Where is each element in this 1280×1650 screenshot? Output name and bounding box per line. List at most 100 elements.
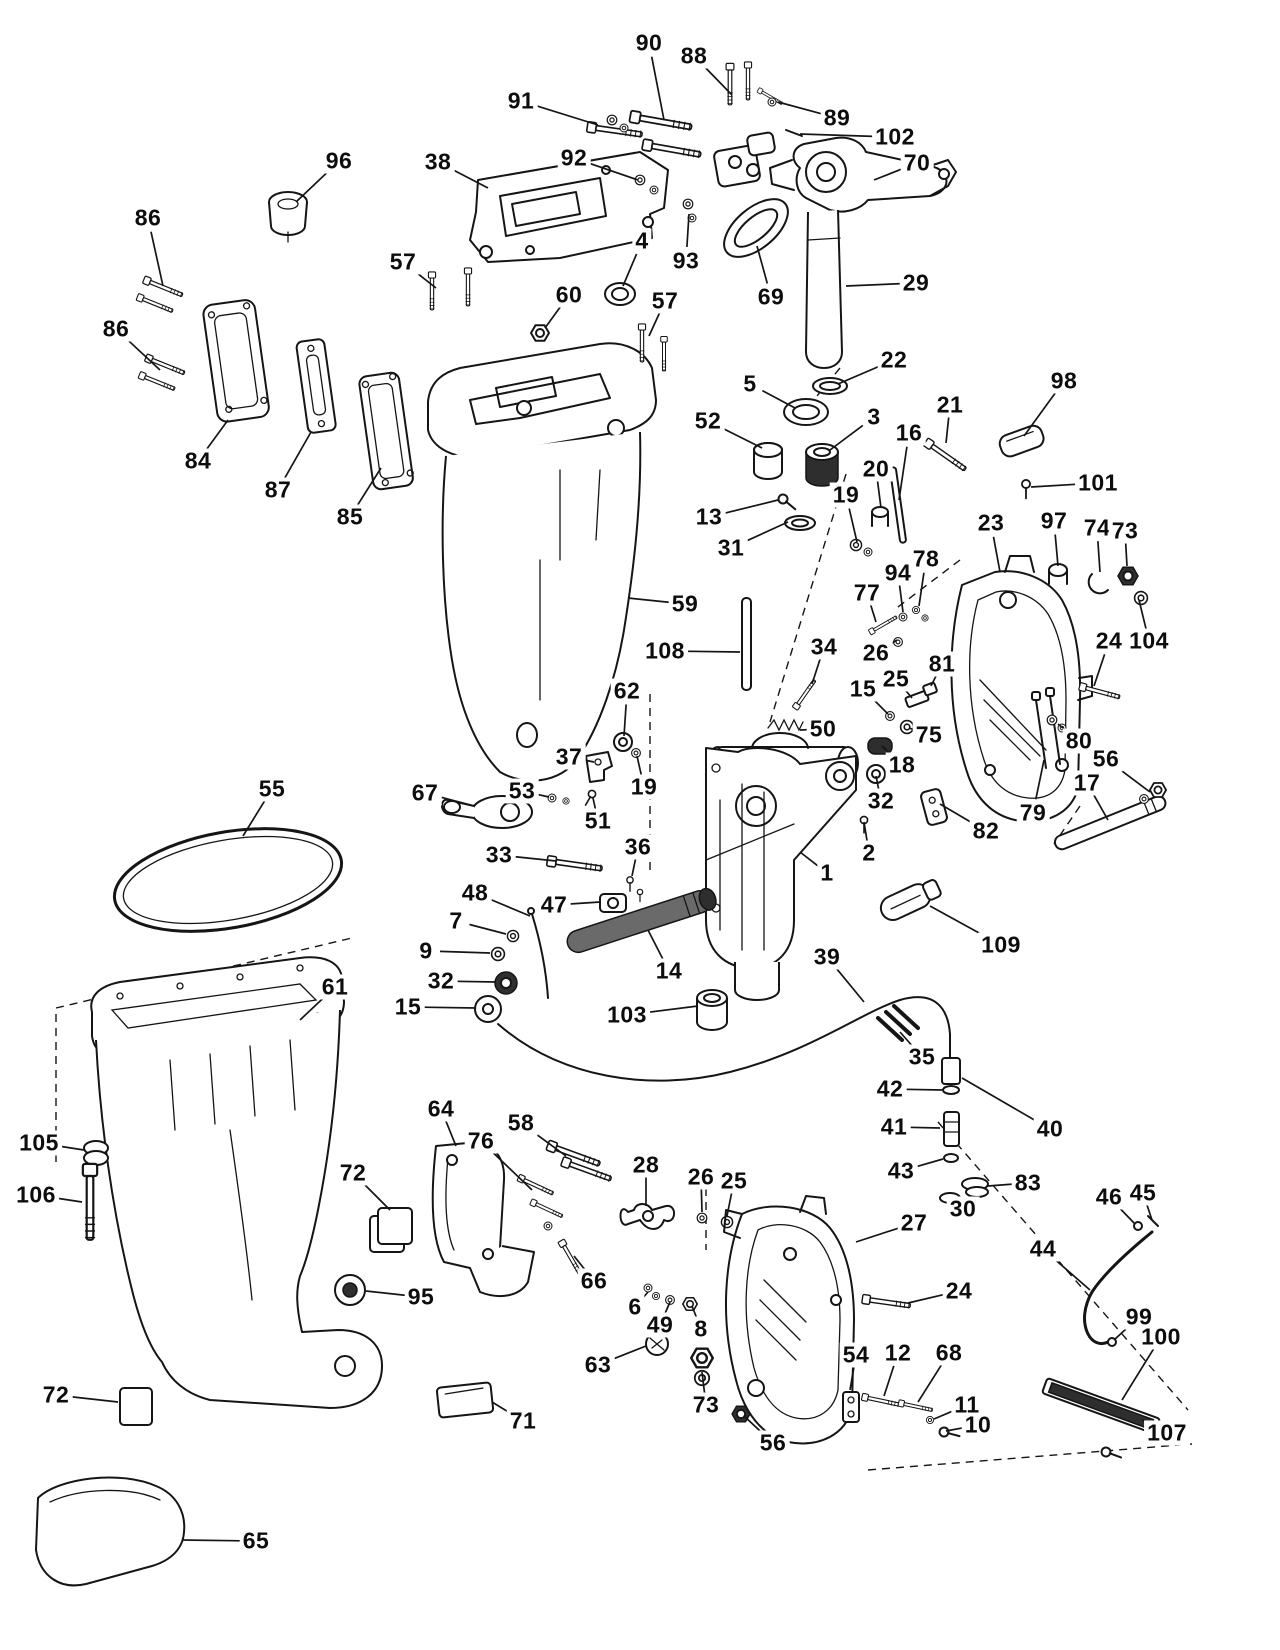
callout-36-68: 36 bbox=[621, 834, 655, 860]
callout-26-44: 26 bbox=[859, 640, 893, 666]
callout-32-57: 32 bbox=[864, 788, 898, 814]
callout-35-80: 35 bbox=[905, 1044, 939, 1070]
callout-74-35: 74 bbox=[1080, 515, 1114, 541]
callout-85-31: 85 bbox=[333, 504, 367, 530]
callout-57-12: 57 bbox=[386, 249, 420, 275]
callout-67-60: 67 bbox=[408, 780, 442, 806]
callout-24-40: 24 bbox=[1092, 628, 1126, 654]
swivel-bracket-art bbox=[705, 732, 859, 1001]
leader-line-74 bbox=[1097, 541, 1101, 573]
callout-47-70: 47 bbox=[537, 892, 571, 918]
leader-line-100 bbox=[1121, 1348, 1155, 1401]
leader-line-72 bbox=[362, 1182, 391, 1211]
leader-line-104 bbox=[1138, 599, 1147, 629]
leader-line-85 bbox=[356, 467, 382, 506]
leader-line-41 bbox=[907, 1126, 941, 1129]
callout-45-98: 45 bbox=[1126, 1180, 1160, 1206]
bottom-cowl-art bbox=[35, 1476, 186, 1587]
callout-56-51: 56 bbox=[1089, 746, 1123, 772]
leader-line-29 bbox=[845, 282, 903, 287]
seal-stack-art bbox=[753, 377, 848, 531]
leader-line-33 bbox=[512, 855, 557, 862]
callout-106-86: 106 bbox=[13, 1182, 59, 1208]
callout-100-107: 100 bbox=[1138, 1324, 1184, 1350]
leader-line-72 bbox=[69, 1395, 119, 1403]
thermostat-cap-art bbox=[268, 191, 308, 243]
adapter-gasket-art bbox=[469, 151, 669, 263]
leader-line-43 bbox=[913, 1158, 944, 1169]
callout-28-92: 28 bbox=[629, 1152, 663, 1178]
callout-58-89: 58 bbox=[504, 1110, 538, 1136]
leader-line-19 bbox=[636, 755, 643, 778]
callout-65-119: 65 bbox=[239, 1528, 273, 1554]
callout-14-73: 14 bbox=[652, 958, 686, 984]
callout-20-25: 20 bbox=[859, 456, 893, 482]
callout-49-104: 49 bbox=[643, 1312, 677, 1338]
callout-34-45: 34 bbox=[807, 634, 841, 660]
callout-63-111: 63 bbox=[581, 1352, 615, 1378]
leader-line-56 bbox=[1116, 766, 1151, 793]
callout-17-58: 17 bbox=[1070, 770, 1104, 796]
callout-15-76: 15 bbox=[391, 994, 425, 1020]
leader-line-24 bbox=[907, 1293, 946, 1304]
leader-line-9 bbox=[439, 950, 491, 954]
callout-75-53: 75 bbox=[912, 722, 946, 748]
link-parts-art bbox=[474, 854, 644, 1023]
callout-2-63: 2 bbox=[859, 840, 879, 866]
leader-line-16 bbox=[898, 446, 908, 501]
callout-77-37: 77 bbox=[850, 580, 884, 606]
callout-29-16: 29 bbox=[899, 270, 933, 296]
cover-plate-art bbox=[295, 338, 337, 434]
tilt-tube-right-art bbox=[1053, 782, 1167, 851]
leader-line-103 bbox=[640, 1005, 699, 1015]
leader-line-39 bbox=[835, 967, 865, 1003]
lower-center-hardware-art bbox=[619, 1203, 751, 1423]
flange-fasteners-art bbox=[427, 267, 668, 372]
callout-61-79: 61 bbox=[318, 974, 352, 1000]
callout-68-110: 68 bbox=[932, 1340, 966, 1366]
callout-101-29: 101 bbox=[1075, 470, 1121, 496]
leader-line-73 bbox=[1124, 541, 1128, 567]
leader-line-108 bbox=[678, 650, 741, 653]
leader-line-52 bbox=[720, 426, 763, 449]
leader-line-14 bbox=[647, 929, 664, 960]
callout-107-118: 107 bbox=[1144, 1420, 1190, 1446]
callout-66-100: 66 bbox=[577, 1268, 611, 1294]
steering-arm-art bbox=[713, 131, 957, 369]
leader-line-84 bbox=[205, 419, 229, 451]
leader-line-94 bbox=[898, 584, 904, 613]
callout-3-22: 3 bbox=[864, 404, 884, 430]
callout-23-33: 23 bbox=[974, 510, 1008, 536]
callout-26-93: 26 bbox=[684, 1164, 718, 1190]
leader-line-93 bbox=[686, 213, 690, 248]
leader-line-73 bbox=[701, 1371, 706, 1396]
leader-line-2 bbox=[863, 821, 869, 844]
driveshaft-housing-art bbox=[90, 956, 383, 1409]
callout-1-66: 1 bbox=[817, 860, 837, 886]
callout-25-47: 25 bbox=[879, 666, 913, 692]
leader-line-64 bbox=[444, 1119, 457, 1147]
callout-10-113: 10 bbox=[961, 1412, 995, 1438]
callout-4-10: 4 bbox=[632, 228, 652, 254]
leader-line-5 bbox=[761, 389, 796, 409]
callout-82-65: 82 bbox=[969, 818, 1003, 844]
callout-55-61: 55 bbox=[255, 776, 289, 802]
callout-90-0: 90 bbox=[632, 30, 666, 56]
callout-95-101: 95 bbox=[404, 1284, 438, 1310]
callout-6-103: 6 bbox=[625, 1294, 645, 1320]
construction-lines bbox=[55, 367, 1193, 1471]
callout-19-56: 19 bbox=[627, 774, 661, 800]
callout-31-32: 31 bbox=[714, 535, 748, 561]
leader-line-61 bbox=[299, 995, 326, 1021]
top-fasteners-art bbox=[585, 61, 803, 223]
callout-102-4: 102 bbox=[872, 124, 918, 150]
leader-line-12 bbox=[883, 1365, 895, 1397]
bottom-bracket-fasteners-art bbox=[842, 1293, 962, 1442]
callout-30-91: 30 bbox=[946, 1196, 980, 1222]
leader-line-96 bbox=[295, 170, 330, 203]
callout-32-75: 32 bbox=[424, 968, 458, 994]
callout-105-84: 105 bbox=[16, 1130, 62, 1156]
callout-54-108: 54 bbox=[839, 1342, 873, 1368]
